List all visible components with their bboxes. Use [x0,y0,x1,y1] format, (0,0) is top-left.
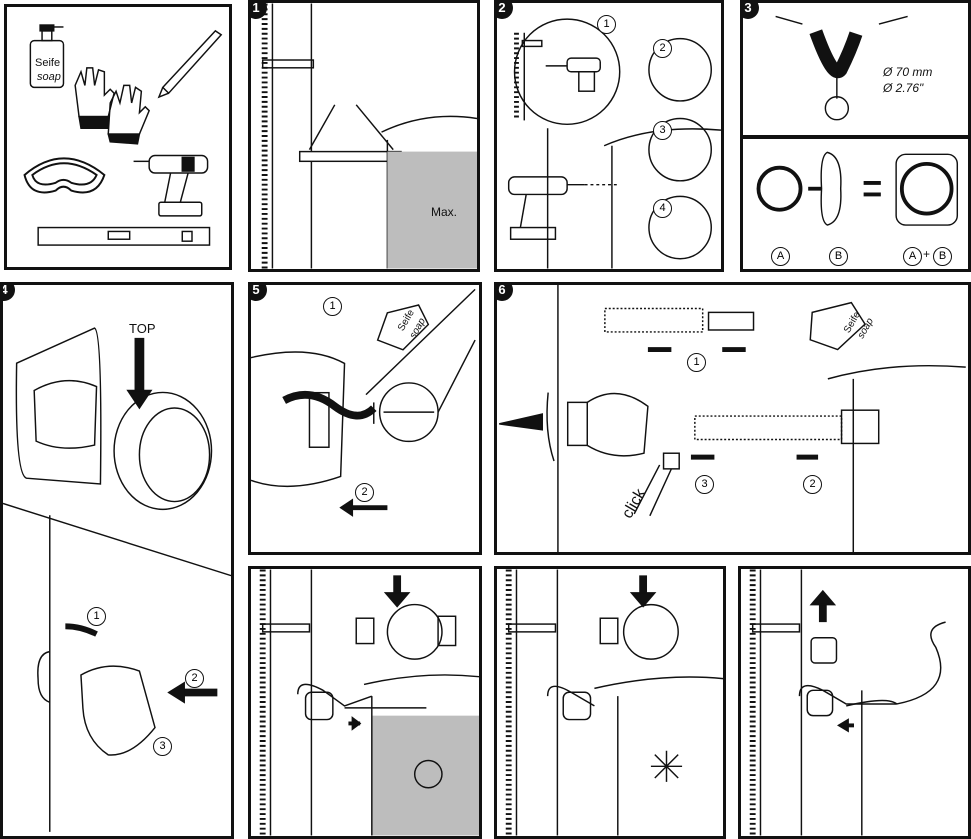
panel-step-2: 2 1 2 3 4 [494,0,724,272]
callout-4-1: 1 [87,607,106,626]
callout-4-2: 2 [185,669,204,688]
callout-4-3: 3 [153,737,172,756]
panel-step-3-cut: 3 Ø 70 mm Ø 2.76" [740,0,971,138]
panel-step-4: 4 TOP 1 2 3 [0,282,234,839]
step-4-illustration [3,327,231,832]
step-number-5: 5 [251,285,267,301]
max-label: Max. [431,205,458,219]
water-fill [371,715,479,836]
tools-illustration [23,24,223,246]
panel-tools: Seife soap [4,4,232,270]
panel-step-6: 6 1 2 3 click Seife soap [494,282,971,555]
step-number-1: 1 [251,3,267,19]
callout-2-2: 2 [653,39,672,58]
callout-2-4: 4 [653,199,672,218]
step-number-4: 4 [3,285,15,301]
diameter-mm-label: Ø 70 mm [883,65,933,79]
step-1-illustration [261,3,477,269]
callout-5-1: 1 [323,297,342,316]
callout-6-1: 1 [687,353,706,372]
step-number-3: 3 [743,3,759,19]
callout-2-3: 3 [653,121,672,140]
callout-5-2: 2 [355,483,374,502]
snowflake-icon [650,750,683,782]
step-3-cut-illustration [775,15,908,121]
pencil-icon [157,29,223,99]
soap-bottle-icon [29,24,65,89]
part-a-label: A [771,247,790,266]
diameter-in-label: Ø 2.76" [883,81,924,95]
top-label: TOP [129,321,156,336]
spirit-level-icon [37,226,211,246]
goggles-icon [23,157,106,194]
plus-label: + [923,247,931,261]
callout-6-3: 3 [695,475,714,494]
step-number-6: 6 [497,285,513,301]
part-b-label: B [829,247,848,266]
soap-label-de: Seife [35,57,61,69]
panel-winter-mode [494,566,726,839]
callout-6-2: 2 [803,475,822,494]
winter-mode-illustration [505,569,723,836]
gloves-icon [74,67,151,145]
drill-icon [133,154,209,217]
panel-step-3-assembly: A B A + B [740,136,971,272]
step-2-illustration [507,18,721,269]
part-a-combined-label: A [903,247,922,266]
callout-2-1: 1 [597,15,616,34]
water-fill [387,151,477,269]
step-number-2: 2 [497,3,513,19]
summer-mode-illustration [259,569,479,836]
panel-step-5: 5 1 2 Seife soap [248,282,482,555]
step-6-illustration [499,285,966,552]
soap-label-en: soap [37,71,61,83]
panel-cleaning [738,566,971,839]
cleaning-illustration [749,569,946,836]
part-b-combined-label: B [933,247,952,266]
panel-summer-mode [248,566,482,839]
step-3-assembly-illustration [756,151,959,226]
step-5-illustration [251,288,476,517]
panel-step-1: 1 Max. [248,0,480,272]
